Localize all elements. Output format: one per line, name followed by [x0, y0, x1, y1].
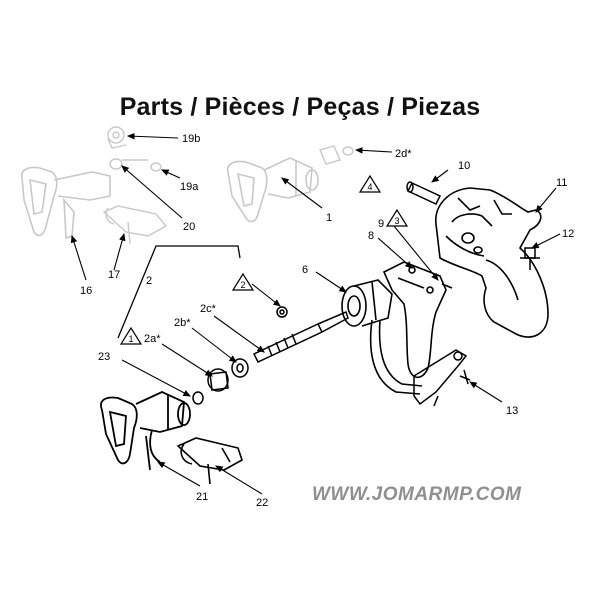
diagram-title: Parts / Pièces / Peças / Piezas [119, 93, 481, 121]
needle-assembly-2 [192, 306, 349, 405]
warning-triangle-4 [358, 174, 382, 193]
warning-numbers: 4 3 2 1 [128, 182, 399, 344]
tip-22 [176, 437, 243, 485]
callout-16: 16 [80, 285, 92, 297]
bracket-2 [117, 245, 241, 339]
callout-19b: 19b [182, 133, 200, 145]
callout-10: 10 [458, 160, 470, 172]
warning-label-1: 1 [128, 334, 133, 344]
callout-20: 20 [183, 221, 195, 233]
callout-22: 22 [256, 497, 268, 509]
ghost-seal-19b [107, 126, 127, 149]
callout-13: 13 [506, 405, 518, 417]
callout-23: 23 [98, 351, 110, 363]
website-watermark: WWW.JOMARMP.COM [312, 484, 522, 505]
callout-2d: 2d* [395, 148, 412, 160]
warning-label-2: 2 [240, 280, 245, 290]
callout-8: 8 [368, 230, 374, 242]
trigger-lock-13 [413, 349, 471, 407]
warning-label-4: 4 [367, 182, 372, 192]
warning-label-3: 3 [394, 216, 399, 226]
ghost-guard-1 [226, 157, 319, 223]
trigger-8 [382, 261, 453, 379]
callout-2c: 2c* [200, 303, 217, 315]
warning-triangle-3 [385, 208, 409, 227]
gun-body-11 [435, 187, 549, 338]
ghost-tip-17 [102, 205, 168, 245]
screw-12 [520, 247, 540, 270]
callout-11: 11 [556, 177, 567, 189]
housing-6 [341, 279, 423, 395]
callout-9: 9 [378, 218, 384, 230]
callout-12: 12 [562, 228, 574, 240]
callout-2: 2 [146, 275, 152, 287]
pin-10 [406, 181, 442, 205]
leader-lines [70, 132, 561, 495]
ghost-seat-2d [319, 145, 354, 165]
callout-2b: 2b* [174, 317, 191, 329]
warning-triangle-1 [119, 326, 143, 345]
callout-6: 6 [302, 264, 308, 276]
callout-19a: 19a [180, 181, 199, 193]
ghost-tip-guard-16 [20, 166, 111, 240]
callout-21: 21 [196, 491, 208, 503]
ghost-parts-19a-20 [109, 158, 162, 172]
callout-labels: 19b 2d* 10 11 19a 20 1 9 8 12 16 17 2 6 … [80, 133, 574, 509]
callout-17: 17 [108, 269, 120, 281]
warning-triangle-2 [231, 272, 255, 291]
callout-1: 1 [326, 212, 332, 224]
tip-guard-21 [100, 391, 191, 471]
callout-2a: 2a* [144, 333, 161, 345]
warning-triangles [119, 174, 409, 345]
